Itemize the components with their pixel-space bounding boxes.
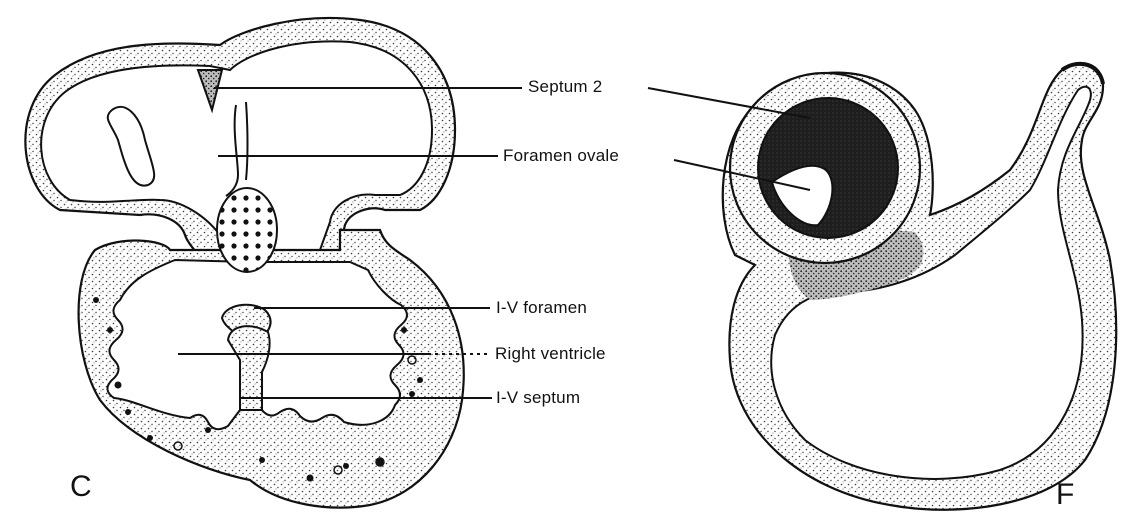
label-iv-septum: I-V septum [496,388,580,408]
heart-section-c [25,18,463,508]
label-iv-foramen: I-V foramen [496,298,587,318]
label-septum-2: Septum 2 [528,77,602,97]
endocardial-cushion [217,188,277,272]
dark-disc [758,98,898,238]
label-foramen-ovale: Foramen ovale [503,146,619,166]
label-right-ventricle: Right ventricle [495,344,606,364]
panel-letter-f: F [1056,478,1074,512]
heart-section-f [723,63,1116,510]
panel-letter-c: C [70,470,92,504]
